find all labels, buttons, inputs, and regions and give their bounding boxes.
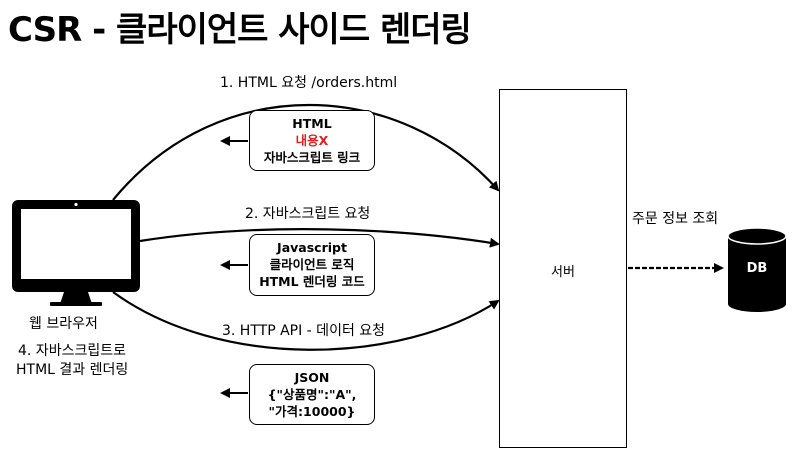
step-label-api: 3. HTTP API - 데이터 요청 [222,323,386,339]
db-query-label: 주문 정보 조회 [632,211,719,227]
step-label-html: 1. HTML 요청 /orders.html [220,75,398,91]
render-label-line1: 4. 자바스크립트로 [18,343,126,359]
response-line: 클라이언트 로직 [269,257,355,272]
response-box-json: JSON {"상품명":"A", "가격:10000} [249,364,375,425]
response-line: JSON [294,370,330,385]
response-line: HTML 렌더링 코드 [259,274,365,289]
db-label: DB [746,261,768,276]
response-line: Javascript [277,240,347,255]
request-arrow-api [112,291,500,351]
database-icon [727,227,787,312]
response-line-highlight: 내용X [295,133,329,148]
request-arrow-js [139,228,500,248]
browser-label: 웹 브라우저 [29,316,98,332]
monitor-icon [12,200,140,306]
response-line: {"상품명":"A", [267,387,357,402]
response-line: HTML [292,116,332,131]
render-label-line2: HTML 결과 렌더링 [16,362,129,378]
response-box-js: Javascript 클라이언트 로직 HTML 렌더링 코드 [249,234,375,296]
step-label-js: 2. 자바스크립트 요청 [245,206,371,222]
server-label: 서버 [551,265,575,280]
response-line: 자바스크립트 링크 [263,150,361,165]
diagram-title: CSR - 클라이언트 사이드 렌더링 [8,10,472,50]
request-arrow-html [112,104,500,201]
response-line: "가격:10000} [268,404,356,419]
response-box-html: HTML 내용X 자바스크립트 링크 [249,110,375,171]
server-box: 서버 [499,89,627,448]
